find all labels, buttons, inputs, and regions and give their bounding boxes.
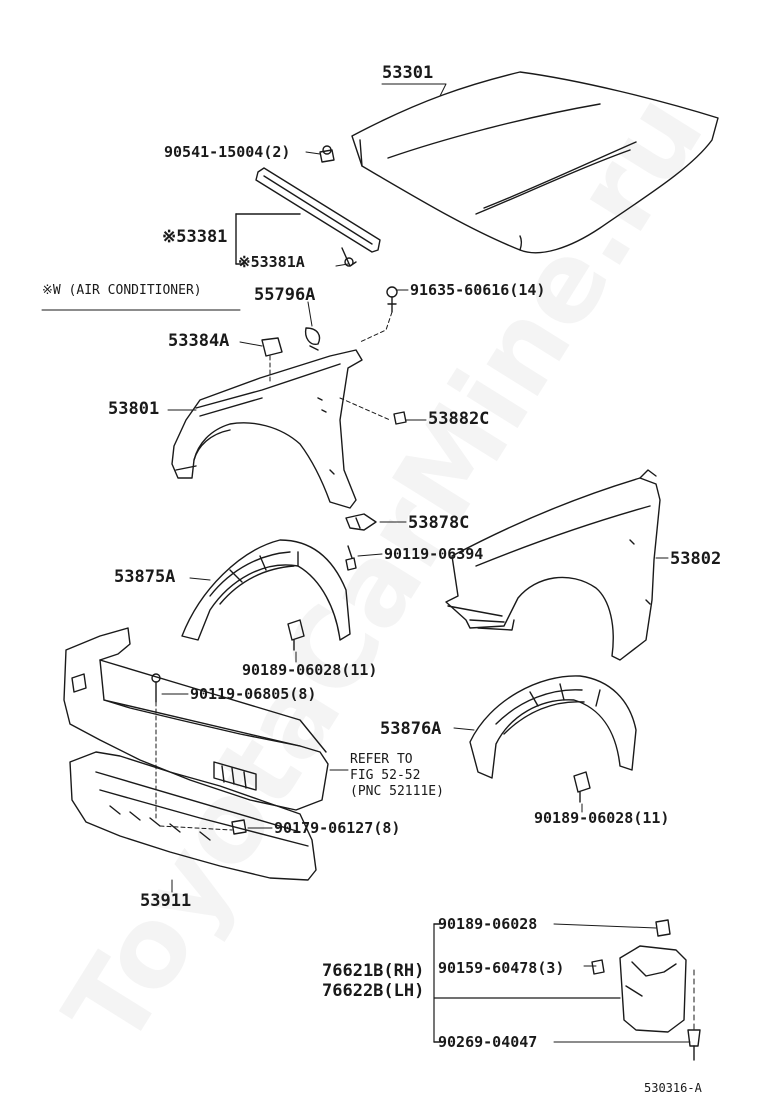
label-53381a: ※53381A (238, 253, 305, 271)
label-76622b: 76622B(LH) (322, 981, 425, 1001)
liner-lh-drawing (181, 539, 351, 641)
cushion-drawing (304, 327, 321, 351)
bumper-drawing (63, 627, 329, 811)
clip-90269-drawing (687, 1029, 701, 1061)
label-90541-15004: 90541-15004(2) (164, 143, 291, 161)
liner-rh-drawing (469, 675, 637, 779)
clip-53878c-drawing (345, 513, 377, 531)
spoiler-drawing (69, 751, 317, 881)
fender-rh-drawing (445, 469, 661, 661)
label-90159-60478: 90159-60478(3) (438, 959, 565, 977)
label-90119-06805: 90119-06805(8) (190, 685, 317, 703)
label-90269-04047: 90269-04047 (438, 1033, 538, 1051)
screw-90159-drawing (591, 959, 605, 975)
label-53301: 53301 (382, 63, 434, 83)
label-90119-06394: 90119-06394 (384, 545, 484, 563)
clip-drawing (319, 145, 335, 163)
refer-line-1: REFER TO (350, 752, 413, 767)
label-76621b: 76621B(RH) (322, 961, 425, 981)
clip-90179-drawing (231, 819, 247, 835)
label-53802: 53802 (670, 549, 722, 569)
retainer-53882c-drawing (393, 411, 407, 425)
label-53878c: 53878C (408, 513, 470, 533)
bolt-drawing (386, 286, 398, 313)
label-53876a: 53876A (380, 719, 442, 739)
label-53384a: 53384A (168, 331, 230, 351)
refer-line-3: (PNC 52111E) (350, 784, 444, 799)
label-53875a: 53875A (114, 567, 176, 587)
fender-lh-drawing (171, 349, 363, 509)
leader-lines (161, 83, 669, 893)
label-53911: 53911 (140, 891, 192, 911)
label-91635-60616: 91635-60616(14) (410, 281, 546, 299)
clip-90189-b-drawing (573, 771, 591, 803)
label-53801: 53801 (108, 399, 160, 419)
clip-90189-c-drawing (655, 919, 671, 937)
bolt-90119-06805-drawing (151, 673, 161, 703)
diagram-code: 530316-A (644, 1081, 702, 1095)
label-90189-06028-a: 90189-06028(11) (242, 661, 378, 679)
label-55796a: 55796A (254, 285, 316, 305)
label-53882c: 53882C (428, 409, 490, 429)
screw-90119-06394-drawing (345, 545, 357, 571)
label-90189-06028-c: 90189-06028 (438, 915, 538, 933)
refer-line-2: FIG 52-52 (350, 768, 421, 783)
cushion-53384a-drawing (261, 337, 283, 357)
label-90189-06028-b: 90189-06028(11) (534, 809, 670, 827)
note-air-conditioner: ※W (AIR CONDITIONER) (42, 283, 202, 298)
mudguard-drawing (619, 945, 687, 1033)
clip-90189-a-drawing (287, 619, 305, 651)
label-90179-06127: 90179-06127(8) (274, 819, 401, 837)
label-53381: ※53381 (162, 227, 228, 247)
hood-drawing (351, 71, 719, 254)
seal-strip-drawing (255, 167, 381, 267)
